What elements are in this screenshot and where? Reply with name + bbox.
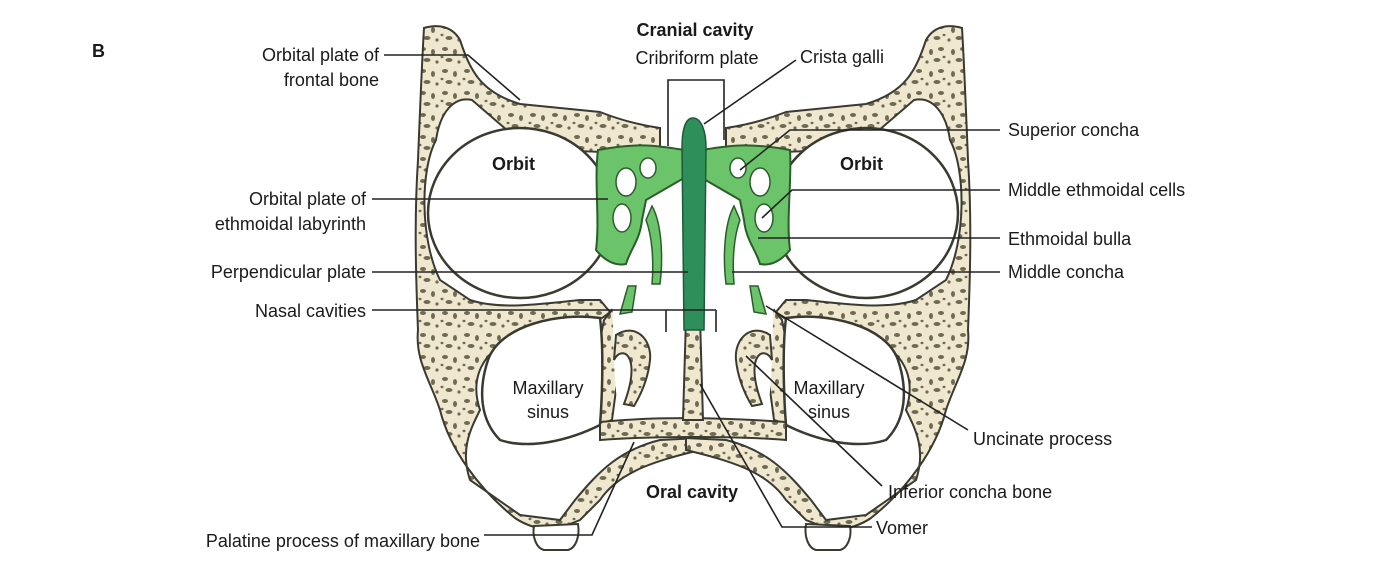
tooth-left (532, 522, 580, 551)
vomer-bone (681, 317, 705, 421)
panel-letter: B (92, 41, 105, 61)
label-orbit-left: Orbit (492, 154, 535, 174)
label-crista-galli: Crista galli (800, 47, 885, 67)
inferior-concha-right (734, 329, 773, 408)
ethmoid-bone (594, 117, 792, 331)
label-cribriform-plate: Cribriform plate (635, 48, 759, 68)
label-ethmoidal-bulla: Ethmoidal bulla (1008, 229, 1132, 249)
tooth-right (804, 522, 852, 551)
label-maxillary-sinus-left-line1: Maxillary (512, 378, 584, 398)
label-nasal-cavities: Nasal cavities (254, 301, 366, 321)
label-maxillary-sinus-left-line2: sinus (526, 402, 570, 422)
label-orbital-plate-ethmoid-line2: ethmoidal labyrinth (214, 214, 366, 234)
label-orbital-plate-frontal-line1: Orbital plate of (261, 45, 379, 65)
label-orbit-right: Orbit (840, 154, 883, 174)
label-orbital-plate-ethmoid-line1: Orbital plate of (248, 189, 366, 209)
label-superior-concha: Superior concha (1008, 120, 1140, 140)
label-oral-cavity: Oral cavity (645, 482, 739, 502)
label-inferior-concha-bone: Inferior concha bone (888, 482, 1053, 502)
label-maxillary-sinus-right-line1: Maxillary (793, 378, 865, 398)
leader-lines (372, 54, 1000, 536)
label-middle-ethmoidal-cells: Middle ethmoidal cells (1008, 180, 1186, 200)
inferior-concha-left (613, 329, 652, 408)
label-vomer: Vomer (876, 518, 929, 538)
label-cranial-cavity: Cranial cavity (636, 20, 754, 40)
label-middle-concha: Middle concha (1008, 262, 1125, 282)
label-maxillary-sinus-right-line2: sinus (807, 402, 851, 422)
label-perpendicular-plate: Perpendicular plate (210, 262, 366, 282)
label-palatine-process: Palatine process of maxillary bone (205, 531, 480, 551)
hard-palate (599, 417, 787, 442)
label-uncinate-process: Uncinate process (973, 429, 1113, 449)
label-orbital-plate-frontal-line2: frontal bone (283, 70, 379, 90)
